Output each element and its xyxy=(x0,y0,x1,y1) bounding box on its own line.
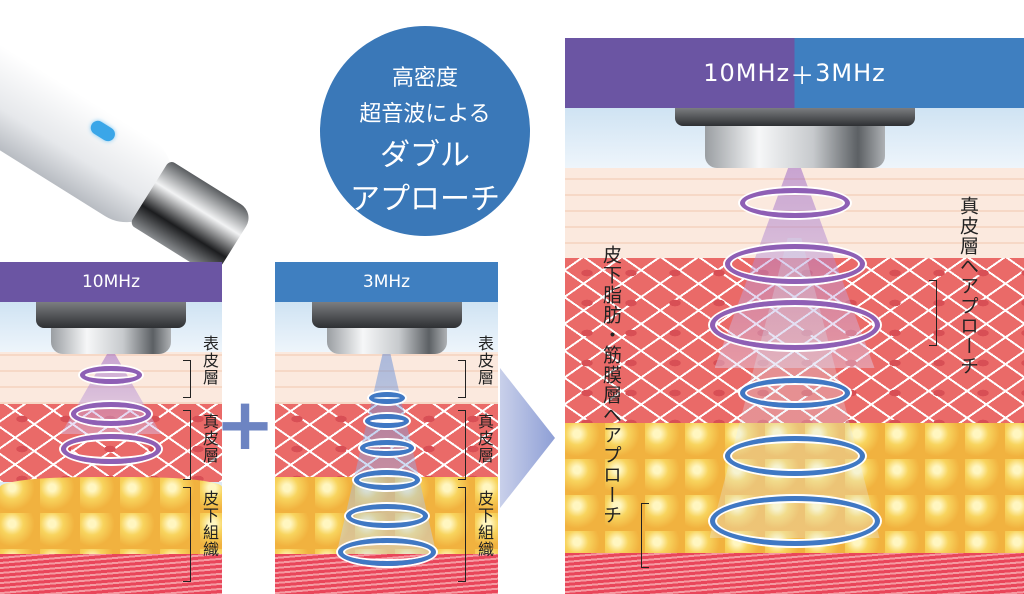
panel-combined-header: 10MHz ＋ 3MHz xyxy=(565,38,1024,108)
arrow-right-icon xyxy=(500,368,555,508)
wave-ring xyxy=(61,434,161,464)
headline-line3: ダブル xyxy=(380,138,470,173)
label-subcutaneous-approach: 皮下脂肪・筋膜層へアプローチ xyxy=(600,245,622,525)
wave-ring xyxy=(359,440,414,456)
label-dermis: 真皮層 xyxy=(200,413,219,464)
title-3mhz: 3MHz xyxy=(815,59,886,87)
headline-line2: 超音波による xyxy=(359,102,491,127)
label-dermis-approach: 真皮層へアプローチ xyxy=(957,196,979,376)
wave-ring xyxy=(353,470,420,490)
title-plus: ＋ xyxy=(790,61,816,90)
panel-10mhz-header: 10MHz xyxy=(0,262,222,302)
wave-ring xyxy=(80,366,142,384)
label-epidermis: 表皮層 xyxy=(475,335,494,386)
label-dermis: 真皮層 xyxy=(475,413,494,464)
panel-3mhz-header: 3MHz xyxy=(275,262,498,302)
wave-ring xyxy=(368,392,405,404)
label-subcutaneous: 皮下組織 xyxy=(475,490,494,558)
headline-line1: 高密度 xyxy=(391,66,458,91)
wave-ring xyxy=(739,188,850,218)
label-subcutaneous: 皮下組織 xyxy=(200,490,219,558)
wave-ring xyxy=(709,300,880,350)
wave-ring xyxy=(71,402,151,426)
wave-ring xyxy=(364,414,409,428)
label-epidermis: 表皮層 xyxy=(200,335,219,386)
wave-ring xyxy=(345,504,428,528)
wave-ring xyxy=(337,538,436,566)
title-10mhz: 10MHz xyxy=(703,59,791,87)
wave-ring xyxy=(739,378,850,408)
headline-circle: 高密度 超音波による ダブル アプローチ xyxy=(320,26,530,236)
panel-combined: 10MHz ＋ 3MHz xyxy=(565,38,1024,594)
wave-ring xyxy=(709,496,880,546)
plus-sign: + xyxy=(214,382,276,466)
panel-3mhz: 3MHz xyxy=(275,262,498,594)
headline-line4: アプローチ xyxy=(350,182,500,217)
wave-ring xyxy=(724,244,865,284)
wave-ring xyxy=(724,436,865,476)
